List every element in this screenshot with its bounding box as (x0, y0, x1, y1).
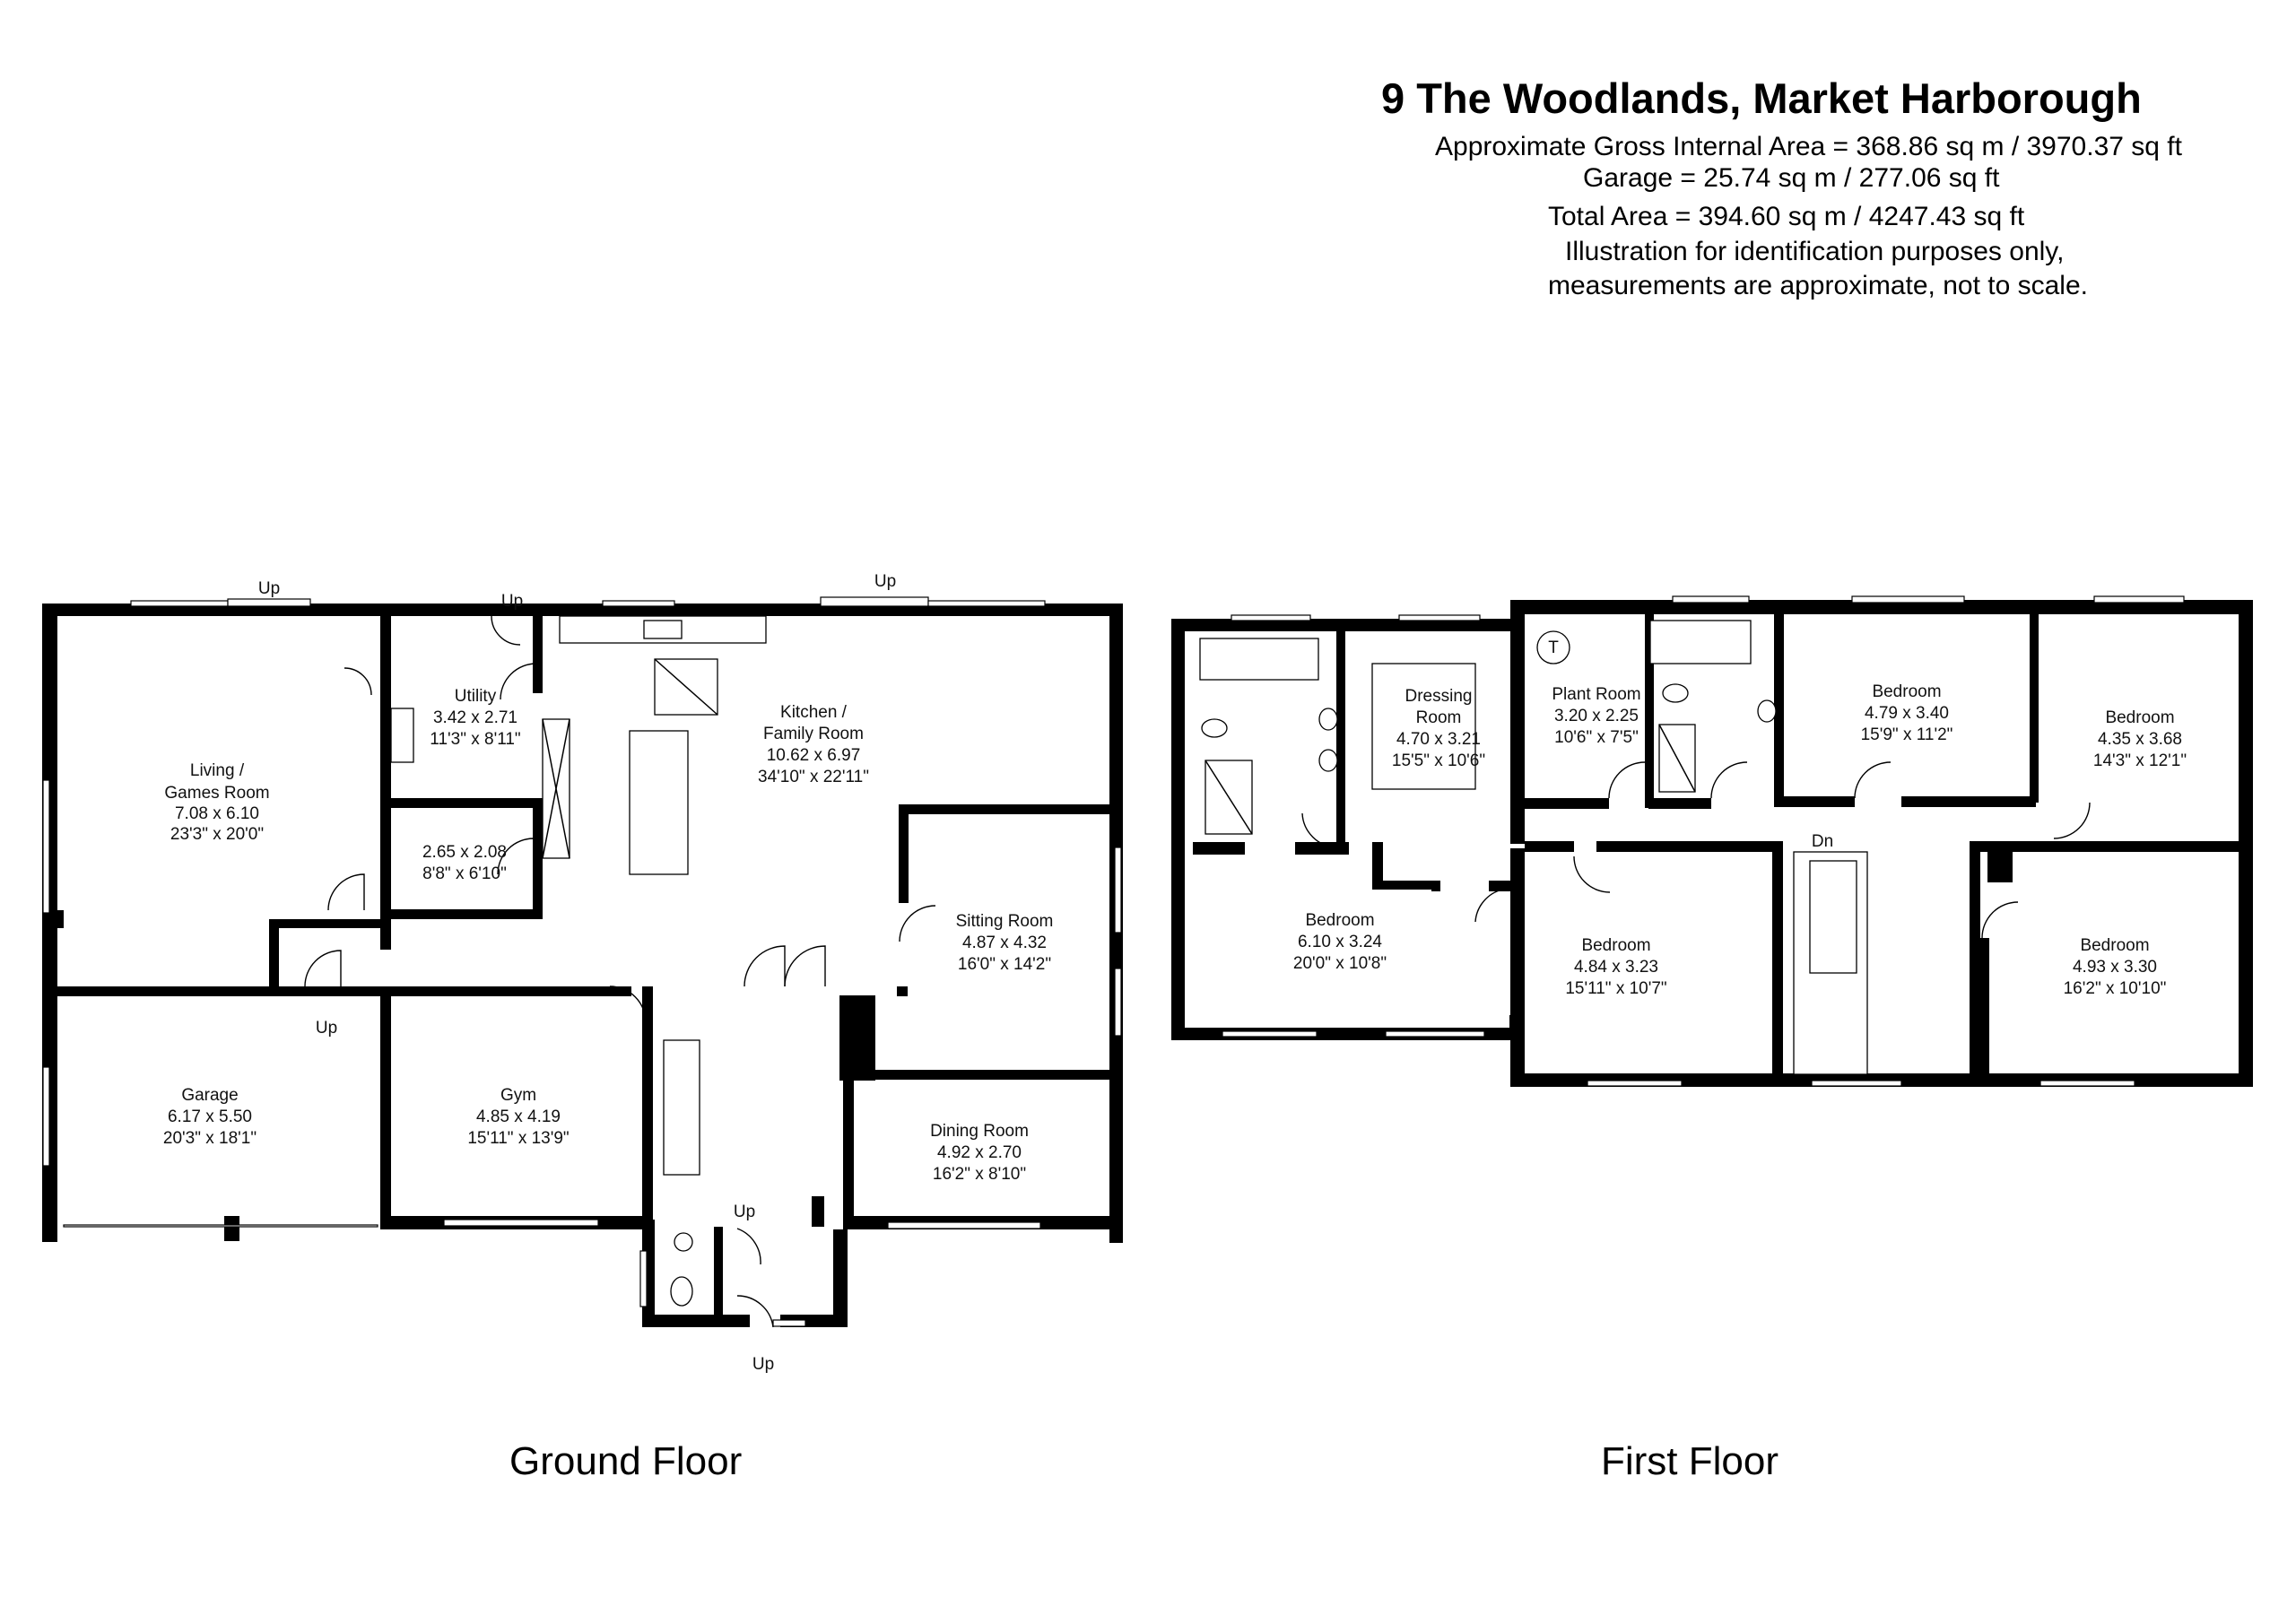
room-name-bedroom-1: Bedroom (1872, 682, 1941, 701)
room-dim-living-metric: 7.08 x 6.10 (175, 804, 259, 823)
room-dim-kitchen-imperial: 34'10" x 22'11" (758, 768, 869, 786)
room-name-living: Living / (190, 761, 245, 780)
ground-floor-fixtures (390, 615, 767, 1307)
stair-label-up-6: Up (752, 1355, 774, 1374)
room-dim-living-imperial: 23'3" x 20'0" (170, 825, 264, 844)
room-dim-utility-imperial: 11'3" x 8'11" (430, 730, 520, 749)
room-dim-bedroom-4-metric: 4.84 x 3.23 (1574, 958, 1658, 977)
stair-label-up-3: Up (874, 572, 896, 591)
stair-label-dn: Dn (1812, 832, 1833, 851)
room-dim-bedroom-1-metric: 4.79 x 3.40 (1865, 704, 1949, 723)
room-name-bedroom-3: Bedroom (1305, 911, 1374, 930)
room-name-kitchen-2: Family Room (763, 725, 864, 743)
disclaimer-line-1: Illustration for identification purposes… (1565, 237, 2065, 266)
room-name-bedroom-2: Bedroom (2105, 708, 2174, 727)
room-dim-bedroom-3-metric: 6.10 x 3.24 (1298, 933, 1382, 951)
room-name-kitchen: Kitchen / (780, 703, 848, 722)
room-dim-dining-metric: 4.92 x 2.70 (937, 1143, 1022, 1162)
first-floor-windows (1222, 595, 2185, 1087)
ground-floor-room-labels: Living / Games Room 7.08 x 6.10 23'3" x … (163, 572, 1053, 1374)
stair-label-up-4: Up (316, 1019, 337, 1038)
property-title: 9 The Woodlands, Market Harborough (1381, 74, 2142, 122)
room-dim-kitchen-metric: 10.62 x 6.97 (767, 746, 861, 765)
room-dim-bedroom-2-imperial: 14'3" x 12'1" (2093, 751, 2187, 770)
first-floor-room-labels: Dressing Room 4.70 x 3.21 15'5" x 10'6" … (1293, 638, 2187, 998)
room-name-dressing-2: Room (1416, 708, 1462, 727)
room-name-utility: Utility (455, 687, 497, 706)
room-dim-sitting-metric: 4.87 x 4.32 (962, 934, 1047, 952)
room-name-living-2: Games Room (164, 784, 269, 803)
room-dim-dining-imperial: 16'2" x 8'10" (933, 1165, 1026, 1184)
room-name-sitting: Sitting Room (956, 912, 1054, 931)
tank-label: T (1548, 638, 1559, 657)
room-dim-store-imperial: 8'8" x 6'10" (422, 864, 507, 883)
room-dim-plant-imperial: 10'6" x 7'5" (1554, 728, 1639, 747)
gross-area-text: Approximate Gross Internal Area = 368.86… (1435, 132, 2182, 161)
total-area-text: Total Area = 394.60 sq m / 4247.43 sq ft (1548, 202, 2025, 231)
first-floor-doors (1301, 761, 2091, 939)
room-dim-bedroom-3-imperial: 20'0" x 10'8" (1293, 954, 1387, 973)
room-dim-gym-metric: 4.85 x 4.19 (476, 1107, 561, 1126)
ground-floor-windows (42, 596, 1122, 1327)
room-name-plant: Plant Room (1552, 685, 1640, 704)
room-dim-garage-metric: 6.17 x 5.50 (168, 1107, 252, 1126)
first-floor-walls (1171, 600, 2253, 1087)
room-dim-dressing-metric: 4.70 x 3.21 (1396, 730, 1481, 749)
room-dim-bedroom-2-metric: 4.35 x 3.68 (2098, 730, 2182, 749)
room-name-garage: Garage (181, 1086, 238, 1105)
first-floor-label: First Floor (1601, 1439, 1779, 1483)
room-name-gym: Gym (500, 1086, 536, 1105)
ground-floor-doors (304, 615, 936, 1328)
first-floor-fixtures (1199, 620, 1868, 1075)
room-dim-store-metric: 2.65 x 2.08 (422, 843, 507, 862)
room-dim-dressing-imperial: 15'5" x 10'6" (1392, 751, 1485, 770)
room-name-bedroom-5: Bedroom (2080, 936, 2149, 955)
ground-floor-label: Ground Floor (509, 1439, 743, 1483)
garage-area-text: Garage = 25.74 sq m / 277.06 sq ft (1583, 163, 2000, 193)
room-dim-utility-metric: 3.42 x 2.71 (433, 708, 517, 727)
disclaimer-line-2: measurements are approximate, not to sca… (1548, 271, 2088, 300)
room-dim-bedroom-4-imperial: 15'11" x 10'7" (1565, 979, 1666, 998)
room-dim-plant-metric: 3.20 x 2.25 (1554, 707, 1639, 725)
stair-label-up-1: Up (258, 579, 280, 598)
room-name-dressing: Dressing (1405, 687, 1473, 706)
room-dim-sitting-imperial: 16'0" x 14'2" (958, 955, 1051, 974)
room-name-bedroom-4: Bedroom (1581, 936, 1650, 955)
room-dim-bedroom-5-imperial: 16'2" x 10'10" (2064, 979, 2167, 998)
room-dim-gym-imperial: 15'11" x 13'9" (467, 1129, 569, 1148)
room-dim-bedroom-1-imperial: 15'9" x 11'2" (1861, 725, 1953, 744)
room-dim-bedroom-5-metric: 4.93 x 3.30 (2073, 958, 2157, 977)
room-name-dining: Dining Room (930, 1122, 1029, 1141)
stair-label-up-2: Up (501, 592, 523, 611)
room-dim-garage-imperial: 20'3" x 18'1" (163, 1129, 257, 1148)
stair-label-up-5: Up (734, 1203, 755, 1221)
